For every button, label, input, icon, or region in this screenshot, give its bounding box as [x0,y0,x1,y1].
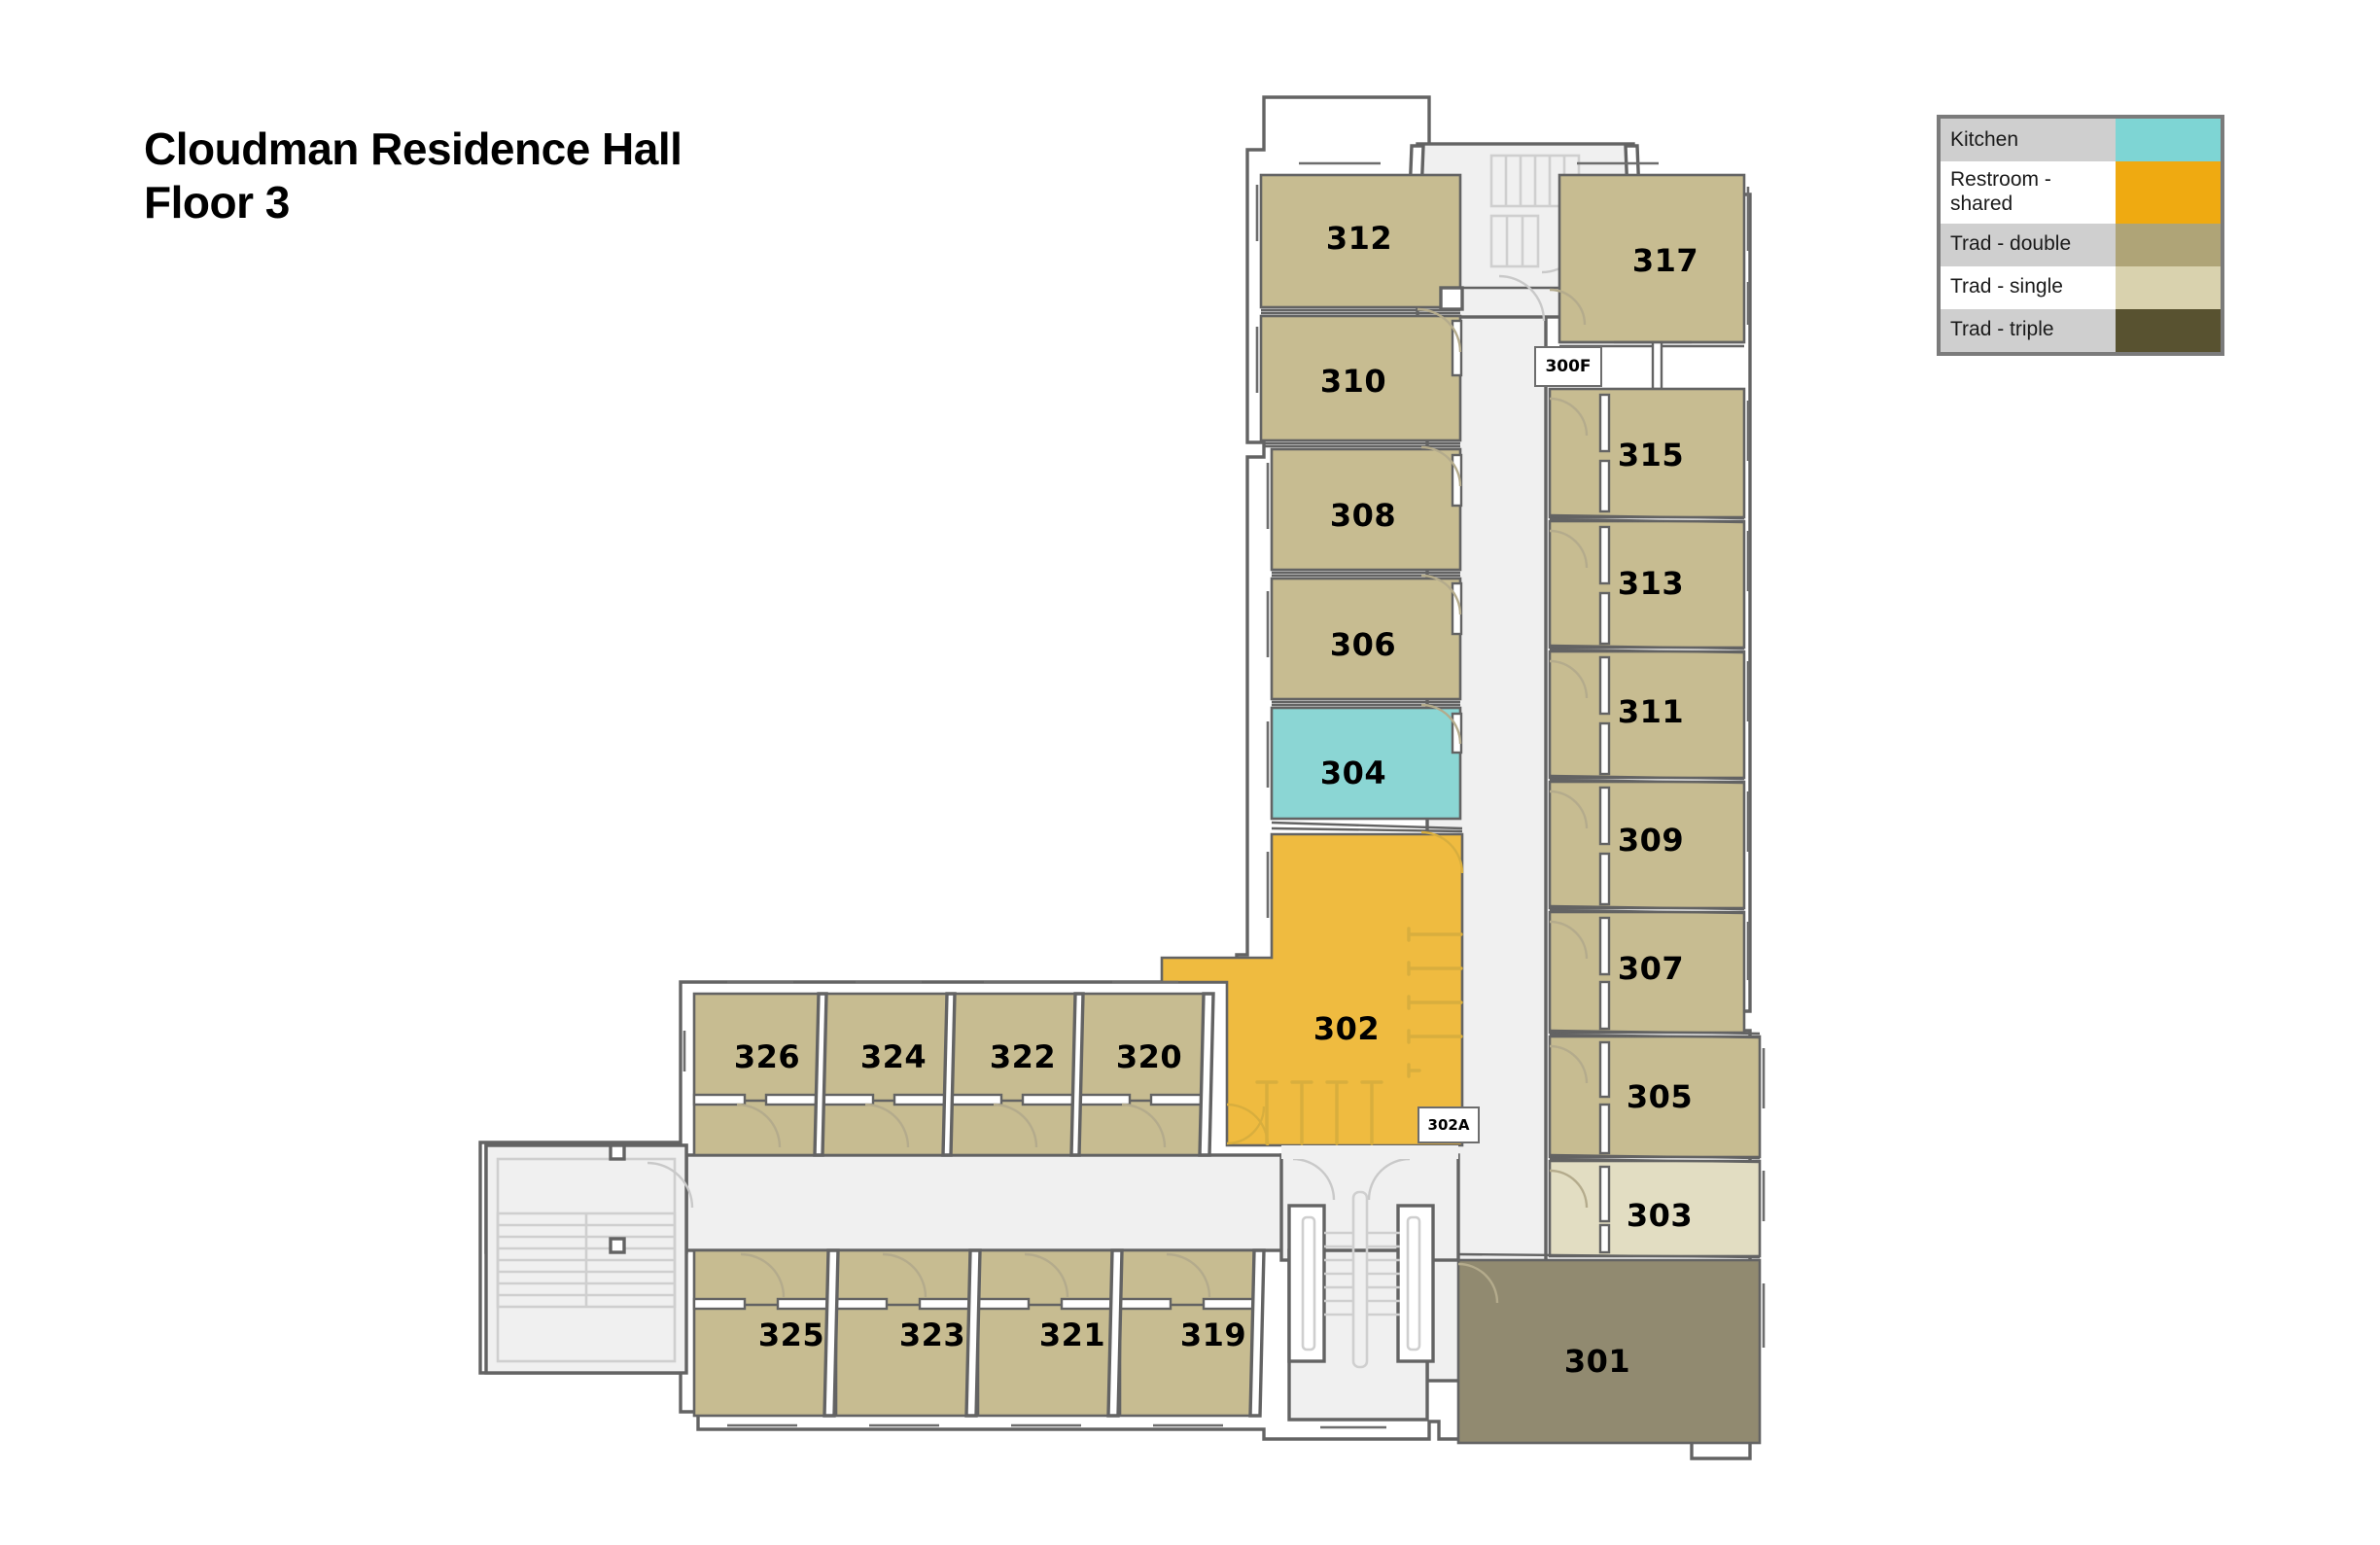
room-label-308: 308 [1329,497,1397,534]
room-label-301: 301 [1563,1343,1631,1380]
page-title-line-1: Cloudman Residence Hall [144,123,682,174]
room-label-319: 319 [1179,1317,1247,1353]
room-label-305: 305 [1626,1078,1694,1115]
legend-label-trad-triple: Trad - triple [1950,318,2054,341]
page-title-line-2: Floor 3 [144,177,290,228]
room-label-312: 312 [1325,220,1393,257]
legend-swatch-trad-triple [2116,308,2221,352]
room-label-322: 322 [989,1038,1057,1075]
room-label-310: 310 [1319,363,1387,400]
room-label-320: 320 [1115,1038,1183,1075]
room-label-306: 306 [1329,626,1397,663]
room-label-307: 307 [1617,950,1685,987]
room-label-325: 325 [757,1317,825,1353]
room-label-321: 321 [1038,1317,1106,1353]
room-label-324: 324 [859,1038,928,1075]
legend-swatch-kitchen [2116,119,2221,161]
legend-swatch-trad-single [2116,265,2221,309]
room-tag-302A: 302A [1418,1106,1480,1143]
legend-item-restroom-shared: Restroom - shared [1941,161,2221,224]
legend-label-trad-single: Trad - single [1950,275,2063,298]
room-label-313: 313 [1617,565,1685,602]
room-label-326: 326 [733,1038,801,1075]
room-label-303: 303 [1626,1197,1694,1234]
room-label-309: 309 [1617,822,1685,859]
room-tag-300F: 300F [1534,346,1602,387]
legend-label-restroom-shared: Restroom - shared [1950,168,2051,215]
legend-label-kitchen: Kitchen [1950,127,2019,151]
legend-swatch-trad-double [2116,223,2221,266]
legend-item-trad-double: Trad - double [1941,223,2221,266]
room-label-304: 304 [1319,755,1387,791]
room-label-302: 302 [1312,1010,1381,1047]
room-label-323: 323 [898,1317,966,1353]
room-label-315: 315 [1617,437,1685,474]
page-title: Cloudman Residence Hall Floor 3 [144,123,682,229]
room-label-317: 317 [1631,242,1699,279]
legend: Kitchen Restroom - shared Trad - double … [1937,115,2224,356]
legend-item-trad-single: Trad - single [1941,265,2221,309]
legend-item-trad-triple: Trad - triple [1941,308,2221,352]
legend-item-kitchen: Kitchen [1941,119,2221,161]
legend-label-trad-double: Trad - double [1950,232,2072,256]
legend-swatch-restroom-shared [2116,161,2221,224]
room-label-311: 311 [1617,693,1685,730]
